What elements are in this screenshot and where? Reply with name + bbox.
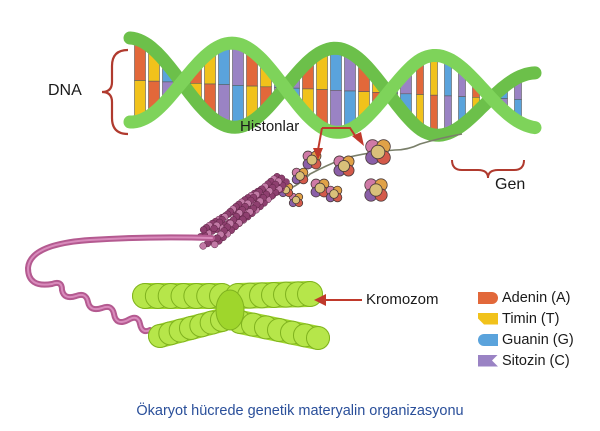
histones-label: Histonlar <box>240 118 300 135</box>
histone-nucleosomes <box>278 139 391 208</box>
nucleosome <box>365 139 391 165</box>
chromosome-shape <box>132 281 331 351</box>
legend-item: Sitozin (C) <box>478 351 596 370</box>
legend-label-guanine: Guanin (G) <box>502 331 574 348</box>
gene-bracket <box>451 159 525 179</box>
legend-item: Adenin (A) <box>478 288 596 307</box>
chromatin-bead <box>199 242 207 250</box>
dna-label: DNA <box>48 82 82 99</box>
centromere <box>215 289 245 331</box>
histone-bead <box>314 182 326 194</box>
histone-arrow-left <box>313 148 323 160</box>
nucleosome <box>325 185 343 203</box>
chromatin-fiber <box>196 173 290 250</box>
thymine-swatch <box>478 312 498 325</box>
supercoil-loop-inner <box>26 236 213 333</box>
histone-bead <box>291 195 301 205</box>
legend-label-cytosine: Sitozin (C) <box>502 352 570 369</box>
dna-bracket <box>101 48 129 136</box>
chromatin-bead <box>210 224 218 233</box>
legend-label-adenine: Adenin (A) <box>502 289 571 306</box>
figure-caption: Ökaryot hücrede genetik materyalin organ… <box>136 403 464 419</box>
dna-double-helix <box>123 31 542 142</box>
nucleosome <box>291 167 309 185</box>
histone-bead <box>306 154 318 166</box>
cytosine-swatch <box>478 354 498 367</box>
base-legend: Adenin (A) Timin (T) Guanin (G) Sitozin … <box>478 288 596 372</box>
chromosome-arrow <box>314 294 326 306</box>
nucleosome <box>310 178 330 198</box>
gene-label: Gen <box>495 176 526 193</box>
histone-pointer-left <box>317 127 323 151</box>
nucleosome <box>364 178 388 202</box>
histone-bead <box>329 189 339 199</box>
legend-item: Guanin (G) <box>478 330 596 349</box>
adenine-swatch <box>478 291 498 304</box>
dna-strand-a <box>123 31 542 142</box>
chromosome-label: Kromozom <box>366 291 439 308</box>
histone-bead <box>370 144 386 160</box>
nucleosome <box>333 155 355 177</box>
histone-bead <box>295 171 305 181</box>
histone-bead <box>338 160 350 172</box>
chromatin-bead <box>211 240 219 249</box>
chromatin-bead <box>199 226 208 234</box>
guanine-swatch <box>478 333 498 346</box>
legend-label-thymine: Timin (T) <box>502 310 560 327</box>
chromosome-lobe <box>305 325 331 351</box>
dna-strand-b <box>123 36 542 139</box>
histone-arrow-right <box>352 132 364 146</box>
histone-bead <box>369 183 383 197</box>
pointer-arrows <box>313 127 364 306</box>
legend-item: Timin (T) <box>478 309 596 328</box>
chromosome-lobe <box>297 281 323 307</box>
